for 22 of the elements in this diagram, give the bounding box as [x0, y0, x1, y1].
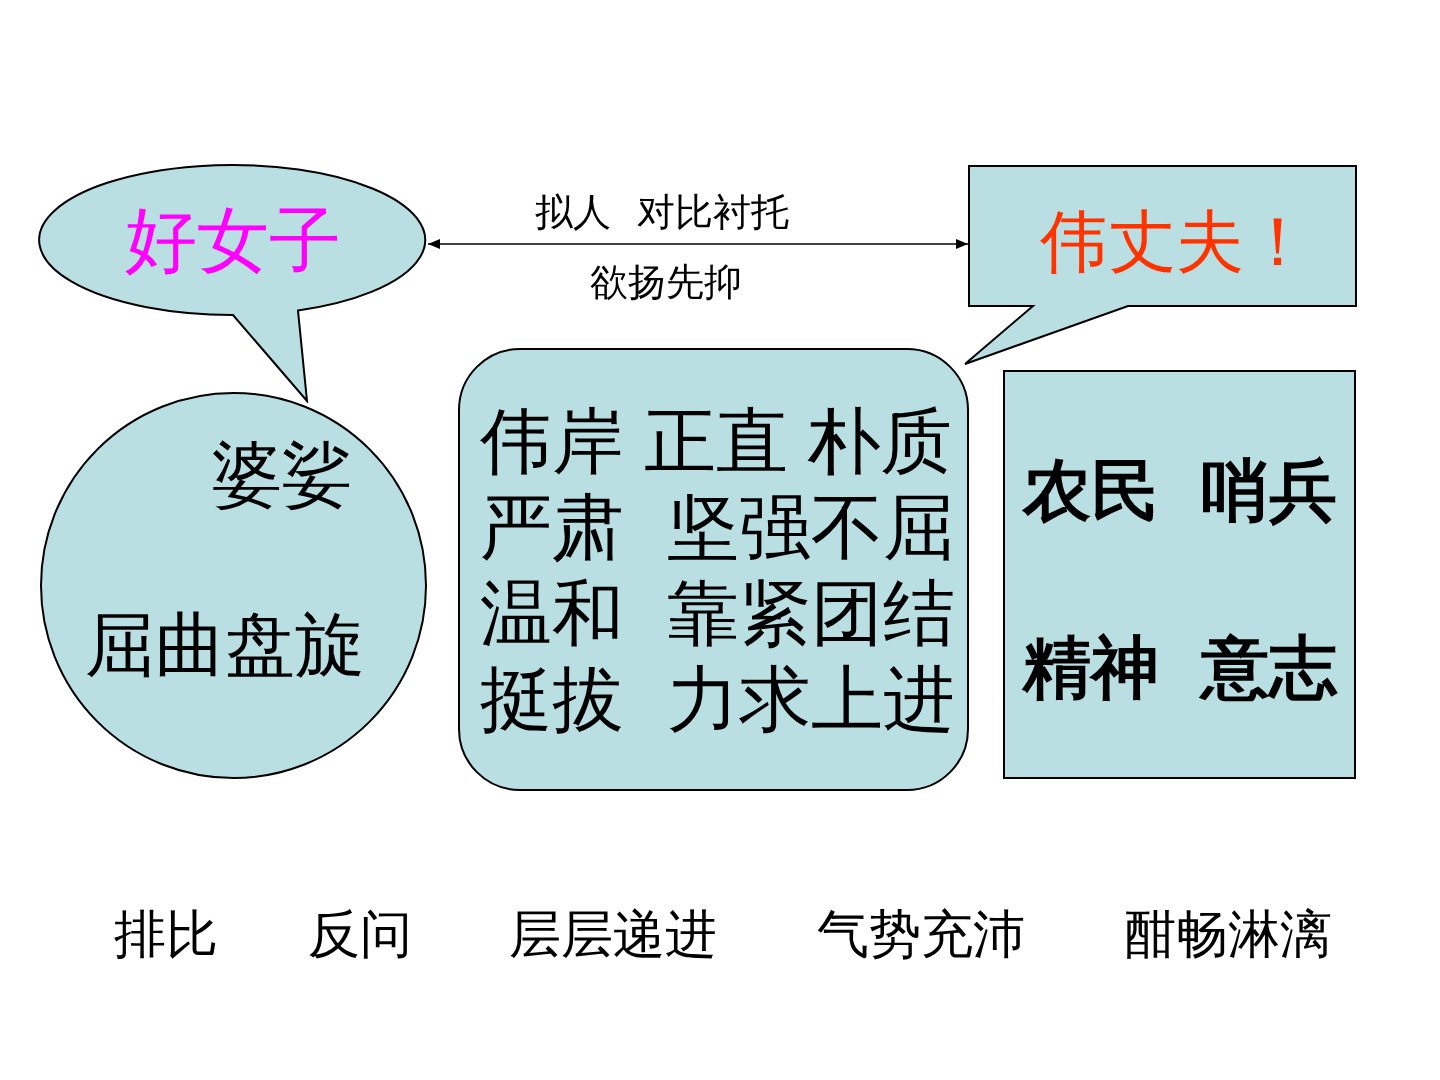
- edge-label: 拟人 对比衬托: [534, 190, 790, 234]
- annotation-text: 欲扬先抑: [590, 261, 742, 305]
- trait-text: 严肃 坚强不屈: [480, 485, 955, 569]
- callout-text: 好女子: [125, 202, 341, 278]
- rounded-panel: [458, 348, 969, 791]
- technique-label: 层层递进: [509, 905, 717, 965]
- rectangle-panel: [1003, 370, 1356, 779]
- trait-text: 温和 靠紧团结: [480, 571, 955, 655]
- word-text: 农民: [1022, 456, 1159, 526]
- double-headed-arrow: [427, 239, 969, 249]
- callout-text: 伟丈夫！: [1039, 204, 1312, 277]
- word-text: 精神: [1022, 633, 1159, 703]
- word-text: 意志: [1200, 633, 1337, 703]
- technique-label: 酣畅淋漓: [1124, 905, 1332, 965]
- trait-text: 伟岸 正直 朴质: [480, 399, 952, 483]
- technique-label: 气势充沛: [817, 905, 1025, 965]
- trait-text: 挺拔 力求上进: [480, 657, 955, 741]
- word-text: 哨兵: [1200, 456, 1337, 526]
- technique-label: 排比: [114, 905, 218, 965]
- phrase-text: 屈曲盘旋: [85, 610, 365, 682]
- phrase-text: 婆娑: [212, 440, 352, 512]
- technique-label: 反问: [308, 905, 412, 965]
